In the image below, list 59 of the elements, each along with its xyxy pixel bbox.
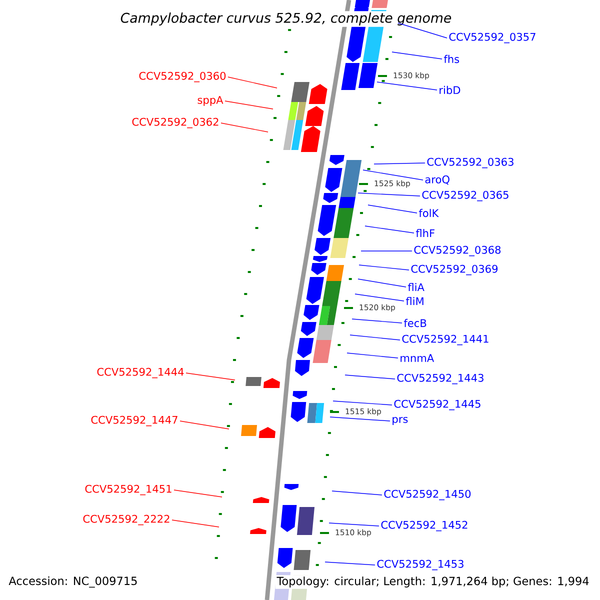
topology-label: Topology: circular; Length: 1,971,264 bp; Genes: 1,994 — [275, 575, 591, 589]
gene-label: prs — [392, 416, 408, 426]
gene-label: CCV52592_0363 — [427, 158, 514, 168]
gene-label: folK — [418, 208, 439, 218]
gene-label: aroQ — [425, 175, 450, 185]
gene-label: CCV52592_1445 — [394, 400, 480, 410]
gene-label: CCV52592_1444 — [97, 368, 184, 378]
gene-label: CCV52592_0360 — [139, 72, 226, 82]
gene-label: CCV52592_0362 — [132, 118, 218, 128]
leader-line — [358, 264, 410, 270]
leader-line — [228, 76, 278, 88]
leader-line — [352, 318, 402, 324]
leader-line — [330, 416, 390, 422]
leader-line — [324, 562, 376, 566]
leader-line — [358, 278, 406, 288]
gene-label: sppA — [198, 96, 224, 106]
leader-line — [328, 522, 380, 526]
gene-label: CCV52592_0368 — [414, 246, 501, 256]
leader-line — [346, 352, 398, 358]
gene-label: CCV52592_0357 — [449, 32, 536, 44]
gene-label: CCV52592_1452 — [381, 520, 468, 532]
gene-label: mnmA — [400, 354, 434, 362]
accession-label: Accession: NC_009715 — [7, 575, 140, 590]
leader-line — [350, 334, 400, 340]
gene-label: CCV52592_1450 — [384, 490, 471, 500]
leader-line — [364, 226, 414, 234]
leader-line — [174, 490, 222, 498]
leader-line — [220, 122, 268, 132]
leader-line — [224, 100, 274, 110]
leader-line — [186, 372, 236, 380]
gene-label: CCV52592_1453 — [377, 560, 464, 570]
gene-label: ribD — [440, 86, 460, 94]
gene-label: fliA — [408, 283, 424, 292]
leader-line — [172, 520, 220, 528]
gene-label: CCV52592_1451 — [85, 484, 172, 496]
leader-line — [392, 52, 442, 60]
leader-line — [360, 250, 412, 252]
gene-label: CCV52592_2222 — [83, 514, 170, 526]
leader-line — [358, 192, 420, 196]
gene-label: fecB — [404, 318, 426, 328]
leader-line — [368, 204, 418, 214]
leader-line — [332, 490, 382, 496]
gene-label: CCV52592_1443 — [397, 374, 484, 384]
leader-line — [344, 374, 396, 380]
leader-line — [354, 294, 404, 302]
leader-line — [376, 82, 438, 90]
leader-line — [180, 420, 230, 430]
leader-line — [374, 162, 426, 164]
gene-label: CCV52592_1441 — [402, 334, 488, 346]
title: Campylobacter curvus 525.92, complete genome — [118, 11, 454, 27]
gene-label: CCV52592_1447 — [91, 416, 178, 426]
gene-label: CCV52592_0365 — [422, 190, 508, 202]
leader-line — [362, 170, 424, 180]
gene-label: fliM — [406, 297, 424, 305]
gene-label: flhF — [416, 229, 434, 237]
gene-label: CCV52592_0369 — [411, 264, 498, 276]
leader-line — [398, 22, 448, 38]
gene-label: fhs — [444, 54, 460, 64]
leader-line — [332, 400, 392, 406]
